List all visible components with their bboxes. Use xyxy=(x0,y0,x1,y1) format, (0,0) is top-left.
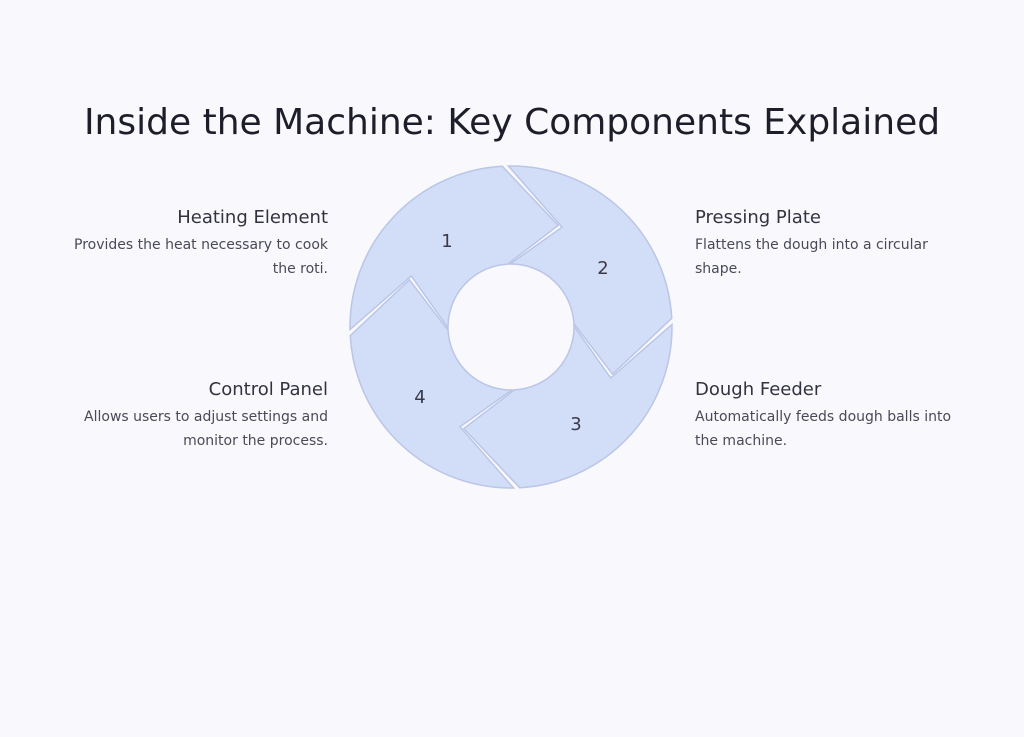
dough-feeder-title: Dough Feeder xyxy=(695,379,822,400)
heating-element-title: Heating Element xyxy=(177,207,328,228)
cycle-segment-2 xyxy=(506,165,673,376)
control-panel-title: Control Panel xyxy=(208,379,328,400)
control-panel-description: Allows users to adjust settings and moni… xyxy=(84,409,328,449)
heating-element-label: Heating Element Provides the heat necess… xyxy=(48,205,328,281)
segment-number-3: 3 xyxy=(570,414,581,435)
segment-number-1: 1 xyxy=(441,231,452,252)
dough-feeder-description: Automatically feeds dough balls into the… xyxy=(695,409,952,449)
segment-number-2: 2 xyxy=(597,258,608,279)
page-title: Inside the Machine: Key Components Expla… xyxy=(83,102,941,143)
pressing-plate-label: Pressing Plate Flattens the dough into a… xyxy=(695,205,975,281)
cycle-segment-4 xyxy=(349,278,516,489)
segment-number-4: 4 xyxy=(414,387,425,408)
dough-feeder-label: Dough Feeder Automatically feeds dough b… xyxy=(695,377,975,453)
cycle-segment-1 xyxy=(349,165,560,332)
pressing-plate-description: Flattens the dough into a circular shape… xyxy=(695,237,928,277)
cycle-segment-3 xyxy=(462,322,673,489)
control-panel-label: Control Panel Allows users to adjust set… xyxy=(48,377,328,453)
pressing-plate-title: Pressing Plate xyxy=(695,207,821,228)
heating-element-description: Provides the heat necessary to cook the … xyxy=(74,237,328,277)
